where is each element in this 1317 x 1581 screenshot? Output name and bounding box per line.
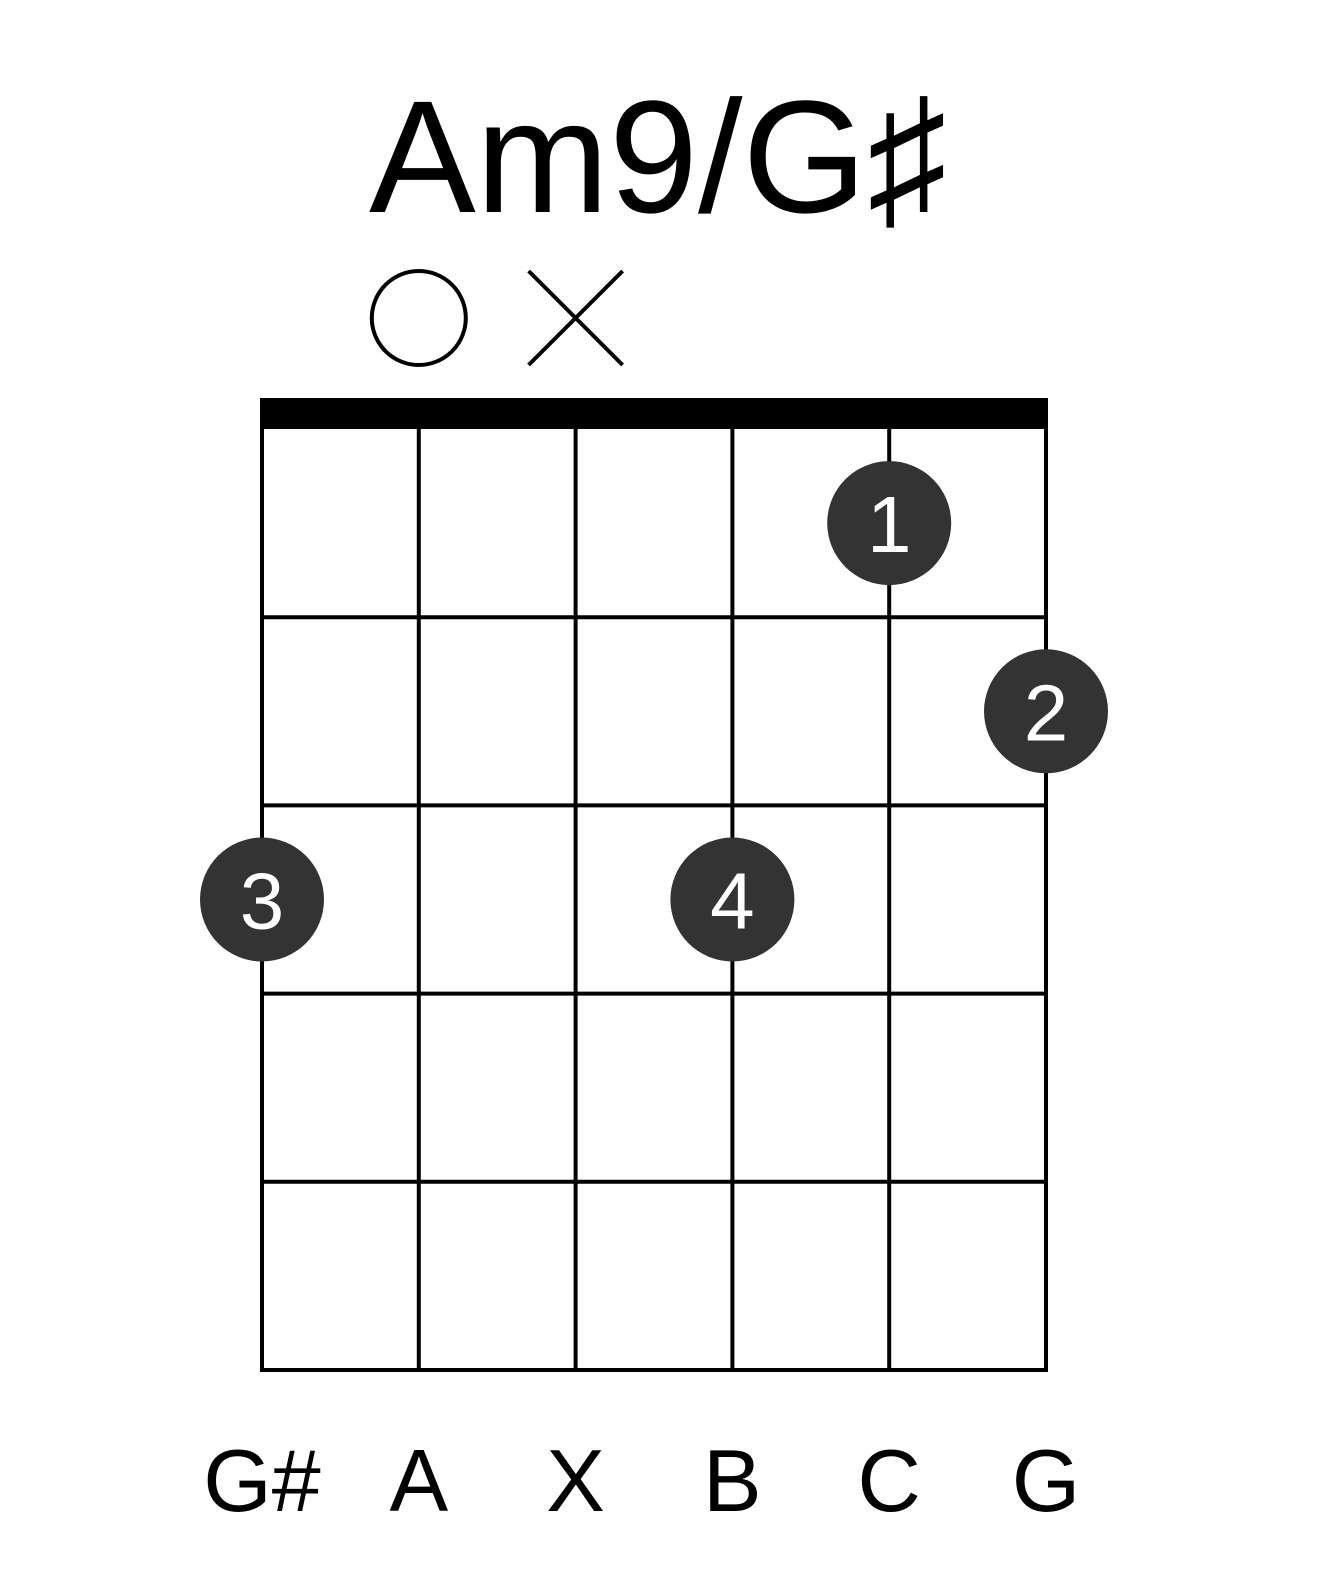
nut: [260, 398, 1048, 429]
string-note-label: B: [703, 1431, 762, 1530]
chord-title: Am9/G♯: [369, 67, 947, 246]
finger-dot: 4: [670, 837, 795, 962]
string-note-label: X: [546, 1431, 605, 1530]
string-note-label: A: [389, 1431, 448, 1530]
muted-string-icon: [527, 269, 625, 367]
string-markers: [369, 269, 625, 367]
finger-dot: 1: [827, 461, 952, 586]
finger-dots: 3 4 1 2: [200, 461, 1108, 962]
finger-number: 2: [1024, 668, 1069, 757]
string-note-label: G#: [203, 1431, 320, 1530]
finger-dot: 3: [200, 837, 324, 962]
string-note-label: G: [1012, 1431, 1080, 1530]
finger-number: 4: [710, 857, 755, 946]
open-string-icon: [369, 269, 468, 367]
finger-number: 3: [240, 857, 285, 946]
finger-dot: 2: [984, 649, 1108, 774]
string-note-label: C: [857, 1431, 921, 1530]
finger-number: 1: [867, 480, 912, 569]
